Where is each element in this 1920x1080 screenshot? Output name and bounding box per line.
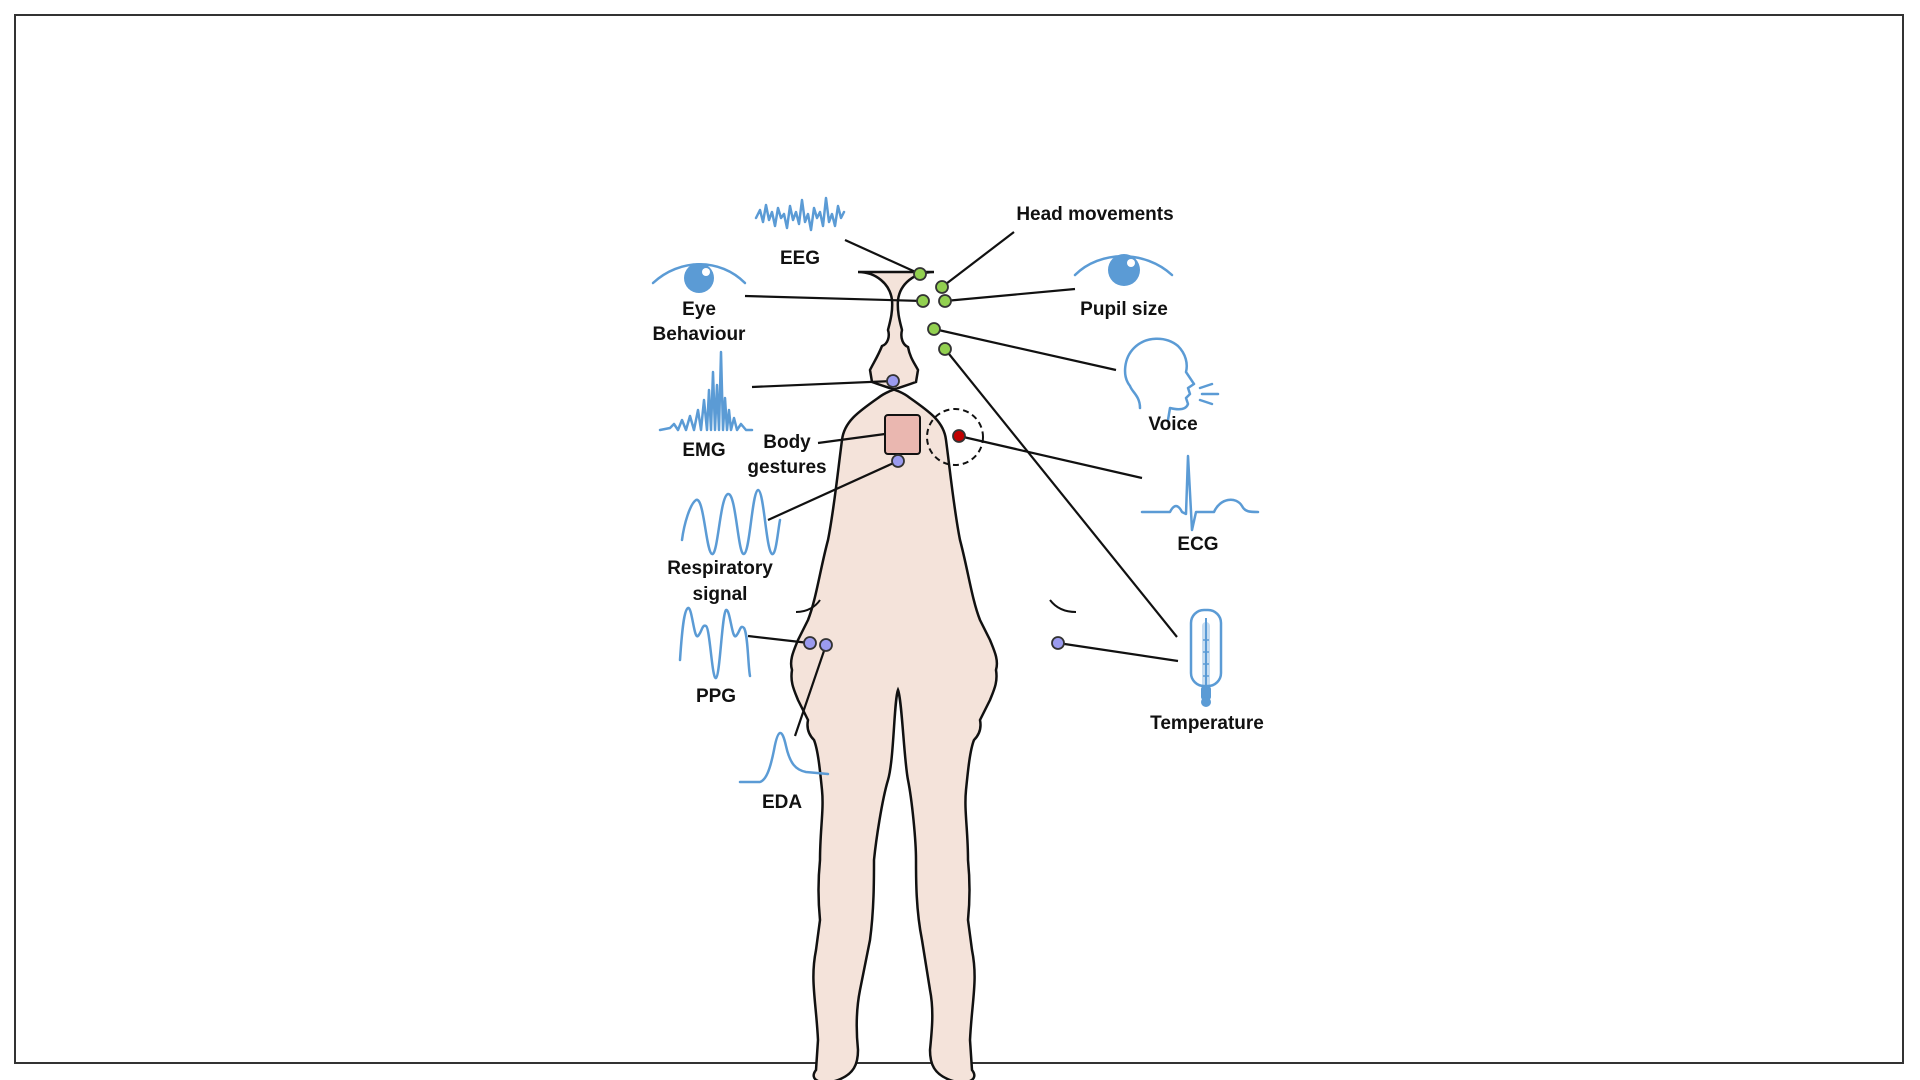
label-ecg: ECG [1177,534,1218,555]
sensors [803,267,1065,652]
sensor-eda [819,638,833,652]
body-gestures-box [884,414,921,455]
thermometer-icon [1189,608,1223,707]
label-head-movements: Head movements [1016,204,1173,225]
sensor-ecg [952,429,966,443]
hand-details [795,599,1077,613]
label-eye-behaviour-line1: Eye [682,299,716,320]
label-eeg: EEG [780,248,820,269]
label-eda: EDA [762,792,802,813]
sensor-head-movement [935,280,949,294]
leader-respiratory [767,459,899,522]
label-temperature: Temperature [1150,713,1264,734]
leader-lines [744,231,1179,737]
label-emg: EMG [682,440,725,461]
leader-voice [933,327,1117,372]
eda-peak-icon [738,731,830,784]
leader-eeg [844,238,921,276]
ecg-wave-icon [1140,454,1260,532]
human-body [789,270,999,1080]
sensor-eeg [913,267,927,281]
eye-icon [651,263,747,293]
sensor-eye [916,294,930,308]
respiratory-wave-icon [680,488,782,556]
leader-ecg [958,434,1143,480]
sensor-emg [886,374,900,388]
heart-region-circle [926,408,984,466]
leader-pupil [944,287,1076,303]
emg-burst-icon [658,350,754,432]
sensor-respiratory [891,454,905,468]
label-body-gestures-line1: Body [763,432,811,453]
leader-ppg [747,634,810,645]
sensor-voice [927,322,941,336]
sensor-temperature-hand [1051,636,1065,650]
leader-eye [744,294,924,303]
label-ppg: PPG [696,686,736,707]
label-eye-behaviour-line2: Behaviour [653,324,747,345]
sensor-ppg [803,636,817,650]
label-body-gestures-line2: gestures [747,457,826,478]
sensor-pupil [938,294,952,308]
leader-temperature [944,348,1178,638]
sensor-temperature-neck [938,342,952,356]
leader-temperature-hand [1057,641,1179,663]
leader-body-gestures [817,432,886,445]
label-voice: Voice [1148,414,1197,435]
label-respiratory-line1: Respiratory [667,558,773,579]
label-pupil-size: Pupil size [1080,299,1168,320]
eeg-wave-icon [754,196,846,232]
leader-head-movements [941,231,1015,288]
ppg-wave-icon [678,606,752,680]
leader-emg [751,379,894,389]
face-voice-icon [1123,337,1220,422]
label-respiratory-line2: signal [693,584,748,605]
pupil-eye-icon [1073,254,1174,286]
leader-eda [793,644,828,737]
